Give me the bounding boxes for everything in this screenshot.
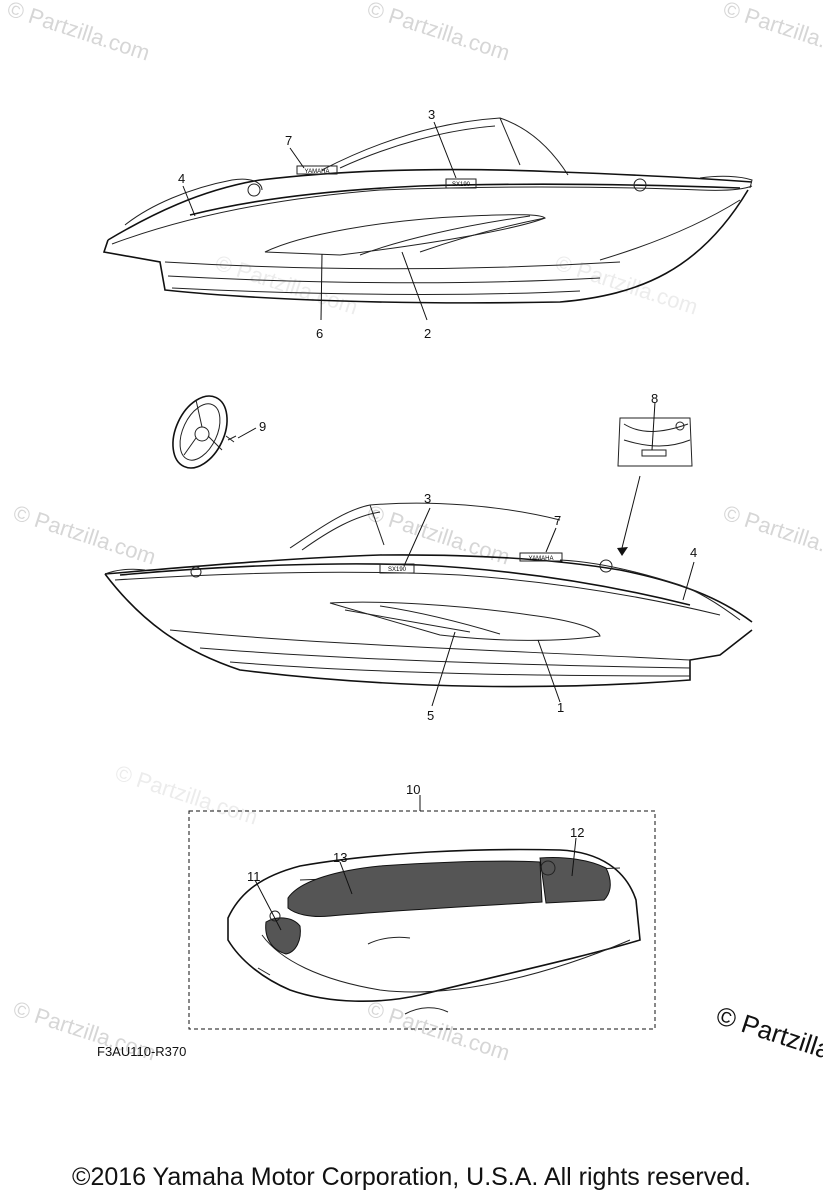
callout-6: 6: [316, 326, 324, 341]
diagram-code: F3AU110-R370: [97, 1044, 187, 1059]
model-decal-bottom: SX190: [388, 567, 407, 573]
callout-7-top: 7: [285, 133, 293, 148]
callout-4-top: 4: [178, 171, 186, 186]
callout-2: 2: [424, 326, 432, 341]
callout-7-bottom: 7: [554, 513, 562, 528]
callout-5: 5: [427, 708, 435, 723]
callout-12: 12: [570, 825, 585, 840]
callout-1: 1: [557, 700, 565, 715]
brand-decal-bottom: YAMAHA: [529, 556, 554, 562]
boat-top-view: YAMAHA SX190: [102, 117, 753, 321]
copyright-notice: ©2016 Yamaha Motor Corporation, U.S.A. A…: [72, 1163, 751, 1191]
callout-3-bottom: 3: [424, 491, 432, 506]
console-inset: [617, 401, 693, 556]
boat-bottom-view: YAMAHA SX190: [104, 502, 753, 707]
callout-3-top: 3: [428, 107, 436, 122]
mat-kit: [188, 795, 656, 1030]
callout-4-bottom: 4: [690, 545, 698, 560]
callout-10: 10: [406, 782, 421, 797]
brand-decal-top: YAMAHA: [305, 169, 330, 175]
steering-wheel: [172, 395, 257, 469]
callout-8: 8: [651, 391, 659, 406]
callout-11: 11: [247, 869, 261, 884]
model-decal-top: SX190: [452, 182, 471, 188]
callout-13: 13: [333, 850, 348, 865]
callout-9: 9: [259, 419, 267, 434]
